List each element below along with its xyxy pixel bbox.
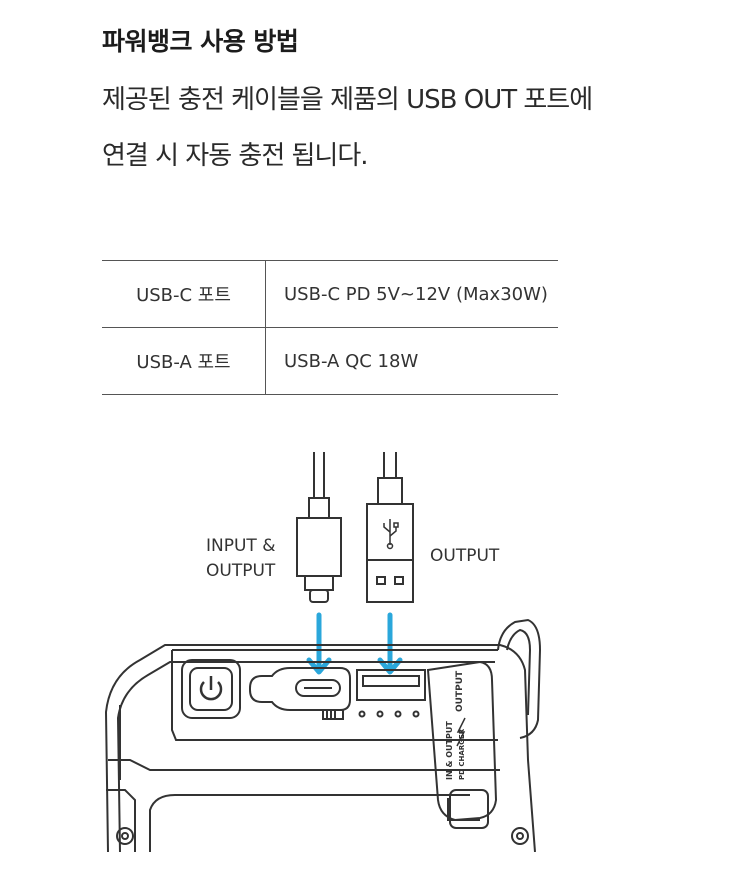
port-spec-table: USB-C 포트 USB-C PD 5V~12V (Max30W) USB-A … [102, 260, 558, 395]
section-title: 파워뱅크 사용 방법 [102, 27, 299, 56]
description-line-1: 제공된 충전 케이블을 제품의 USB OUT 포트에 [102, 85, 593, 115]
powerbank-body [104, 644, 536, 852]
table-row: USB-C 포트 USB-C PD 5V~12V (Max30W) [102, 260, 558, 328]
port-label: USB-C 포트 [102, 260, 266, 328]
powerbank-illustration: INPUT & OUTPUT OUTPUT [104, 452, 542, 852]
port-value: USB-C PD 5V~12V (Max30W) [265, 260, 558, 328]
power-icon [199, 676, 223, 701]
usb-icon [383, 519, 399, 550]
usb-a-cable [366, 452, 414, 603]
port-value: USB-A QC 18W [265, 327, 558, 395]
arrow-down-icon [306, 612, 332, 675]
section-description: 제공된 충전 케이블을 제품의 USB OUT 포트에 연결 시 자동 충전 됩… [102, 72, 593, 184]
port-label: USB-A 포트 [102, 327, 266, 395]
output-label: OUTPUT [430, 546, 500, 566]
input-output-label-line2: OUTPUT [206, 561, 276, 581]
strap [426, 618, 542, 829]
strap-text-line1: IN & OUTPUT [445, 721, 454, 780]
strap-output-text: OUTPUT [455, 670, 465, 712]
table-row: USB-A 포트 USB-A QC 18W [102, 327, 558, 395]
usb-c-cable [296, 452, 342, 603]
arrow-down-icon [377, 612, 403, 675]
description-line-2: 연결 시 자동 충전 됩니다. [102, 141, 369, 171]
lightning-icon [456, 717, 466, 747]
input-output-label-line1: INPUT & [206, 536, 275, 556]
strap-text-line2: PD CHARGER [458, 728, 466, 780]
